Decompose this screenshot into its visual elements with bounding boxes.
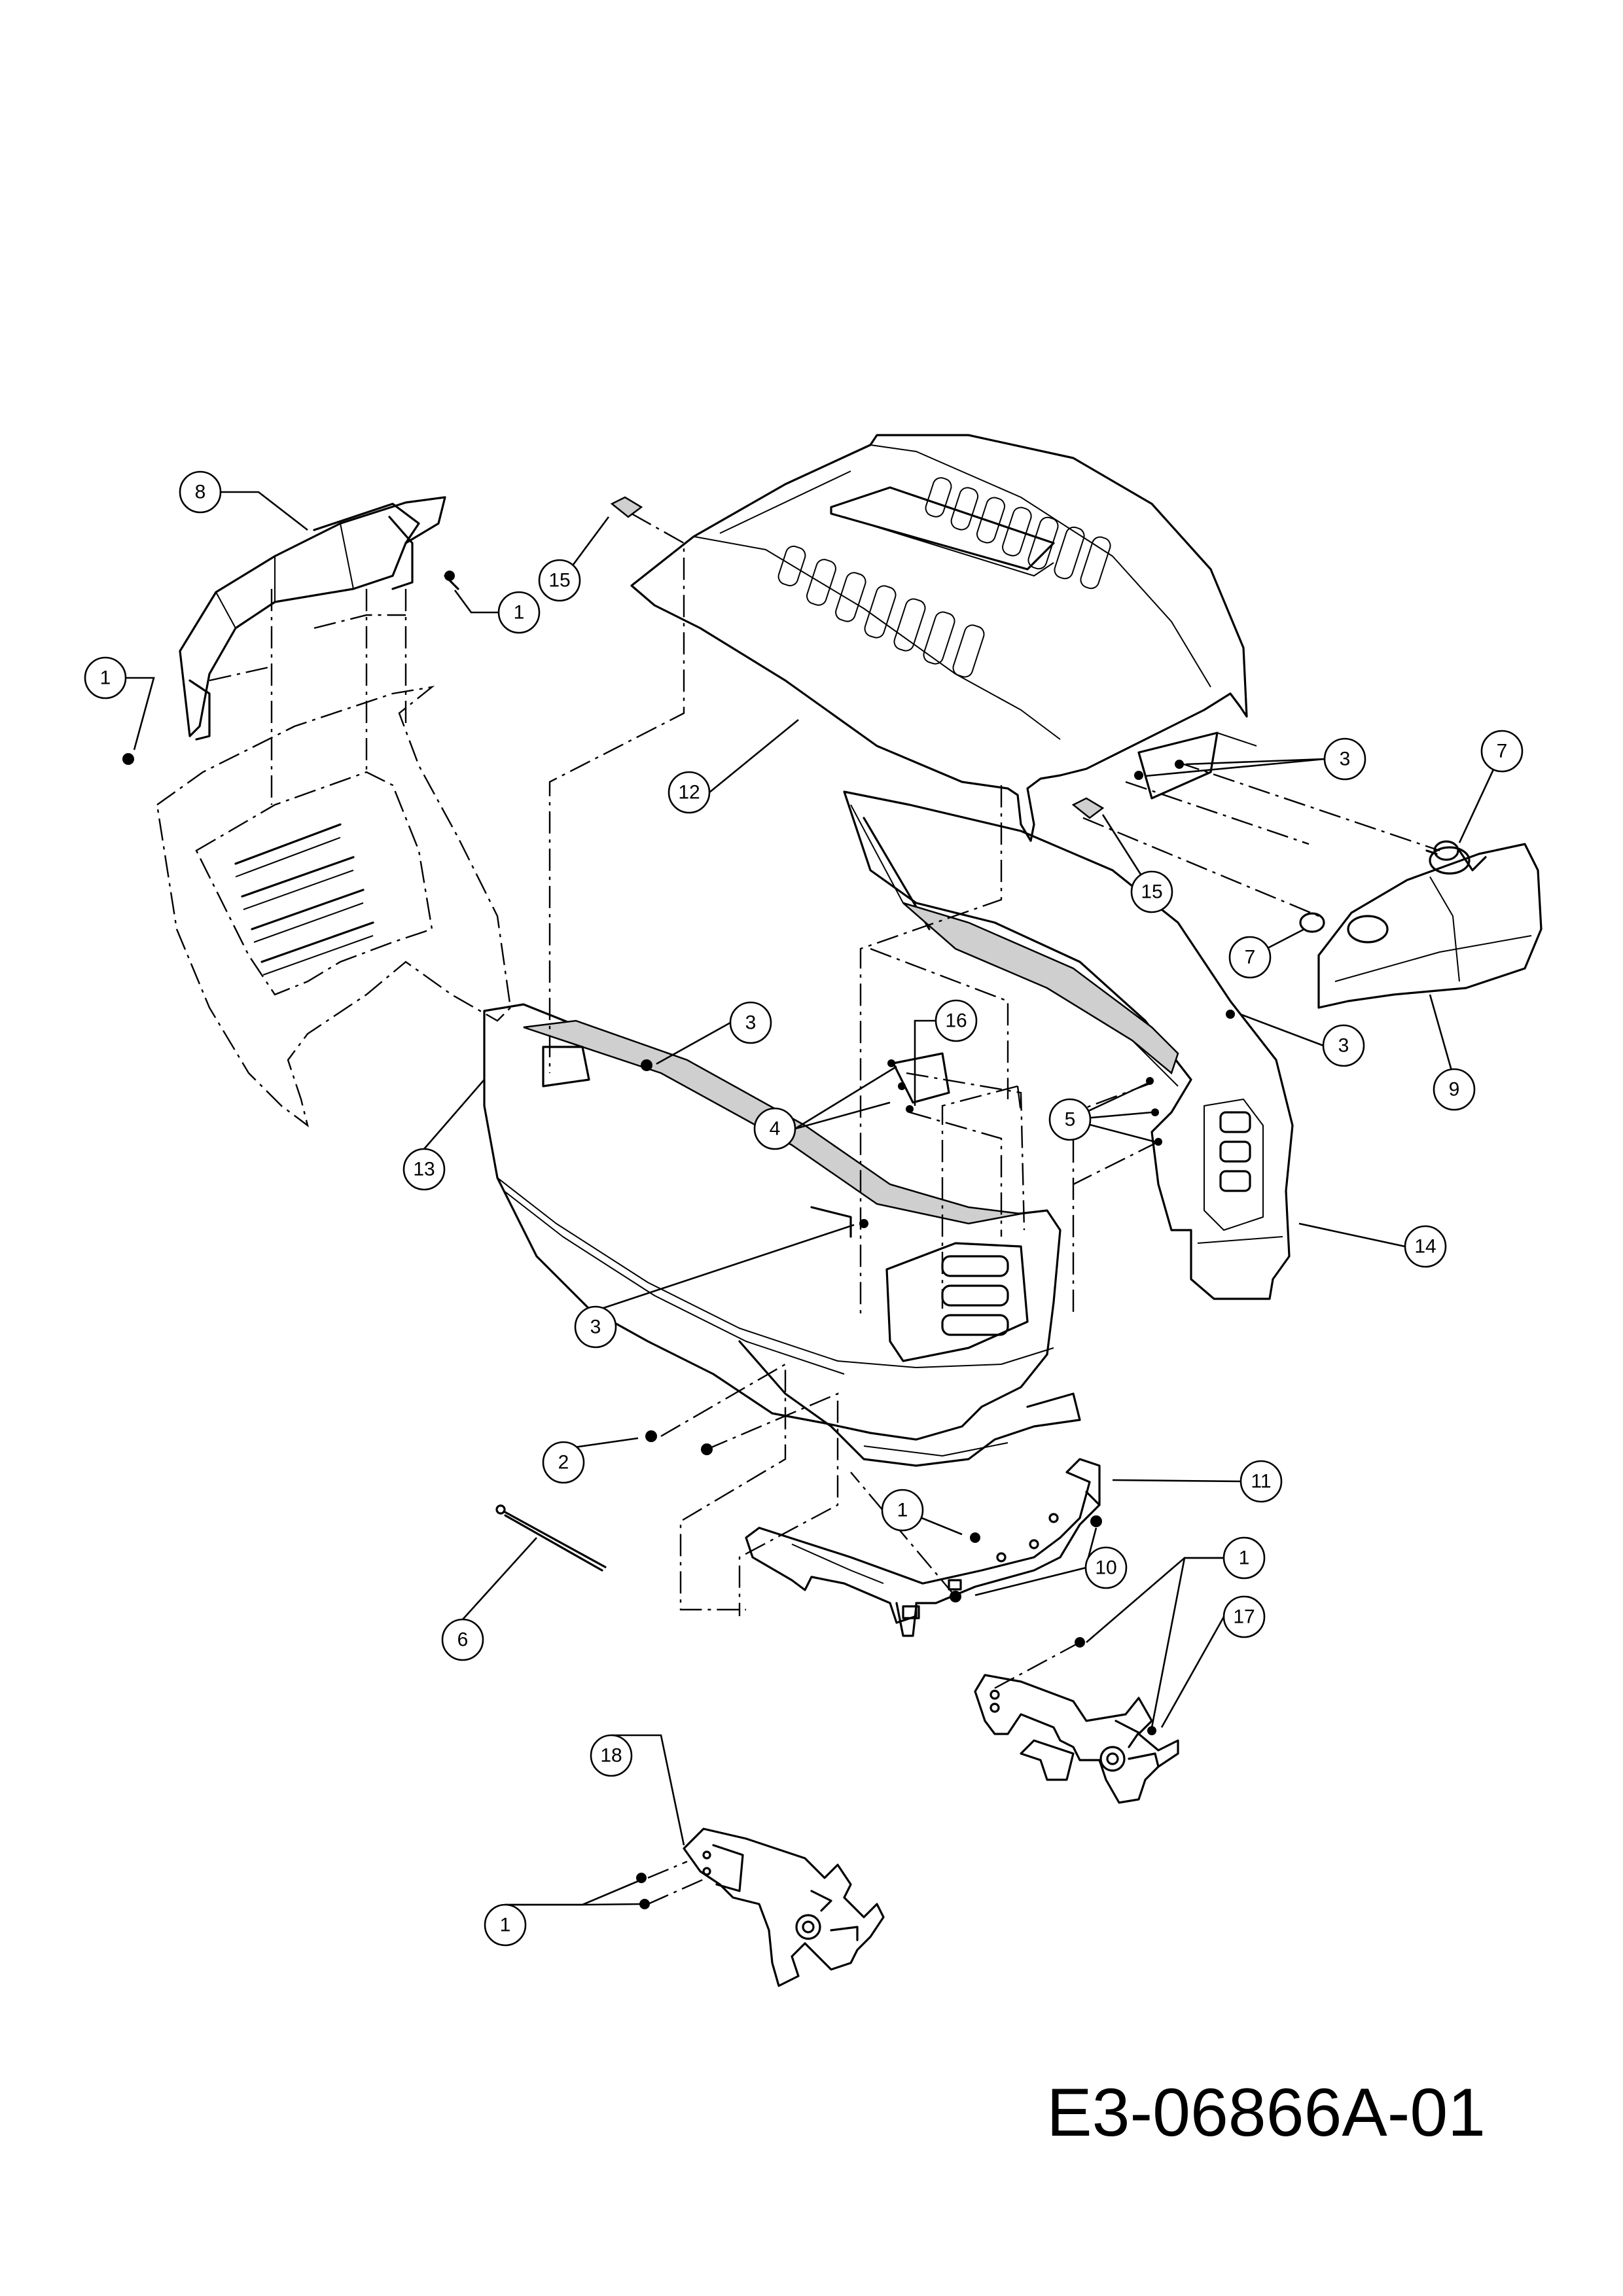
callout-3: 3 — [1322, 1024, 1365, 1067]
svg-text:13: 13 — [413, 1159, 435, 1180]
callout-1: 1 — [1222, 1536, 1266, 1580]
svg-text:5: 5 — [1065, 1109, 1076, 1131]
nut-2 — [645, 1430, 713, 1455]
callout-8: 8 — [179, 470, 222, 514]
callout-9: 9 — [1433, 1068, 1476, 1111]
callout-3: 3 — [1323, 737, 1366, 781]
screw-5 — [1146, 1077, 1162, 1146]
screw-4 — [887, 1059, 914, 1113]
svg-text:1: 1 — [897, 1500, 908, 1521]
svg-text:18: 18 — [600, 1745, 622, 1767]
svg-text:3: 3 — [745, 1012, 757, 1034]
svg-text:8: 8 — [195, 482, 206, 503]
svg-text:14: 14 — [1414, 1236, 1436, 1258]
nut-3b — [1226, 1010, 1235, 1019]
bolt-1b — [122, 753, 134, 765]
callout-18: 18 — [590, 1734, 633, 1777]
svg-text:15: 15 — [1141, 881, 1162, 903]
callout-1: 1 — [484, 1903, 527, 1947]
part-hood — [630, 434, 1257, 842]
callout-3: 3 — [574, 1305, 617, 1349]
svg-text:2: 2 — [558, 1452, 569, 1474]
part-left-pivot-bracket — [683, 1828, 885, 1987]
callout-1: 1 — [497, 591, 541, 634]
part-grille-bracket — [179, 496, 446, 741]
callout-10: 10 — [1084, 1546, 1128, 1589]
bolt-1e — [636, 1873, 650, 1909]
svg-text:15: 15 — [548, 570, 570, 592]
callout-17: 17 — [1222, 1595, 1266, 1638]
leader-lines — [126, 491, 1503, 1906]
svg-text:1: 1 — [1239, 1547, 1250, 1569]
drawing-code: E3-06866A-01 — [1046, 2075, 1486, 2151]
callout-12: 12 — [668, 771, 711, 814]
svg-text:1: 1 — [500, 1915, 511, 1936]
svg-text:16: 16 — [945, 1010, 967, 1032]
part-side-shroud — [843, 790, 1294, 1300]
callout-15: 15 — [538, 559, 581, 602]
svg-text:11: 11 — [1251, 1471, 1271, 1492]
svg-text:6: 6 — [457, 1629, 469, 1651]
callout-7: 7 — [1228, 936, 1272, 979]
bolt-1a — [444, 571, 459, 590]
pin-7a — [1425, 840, 1459, 861]
callout-2: 2 — [542, 1441, 585, 1484]
pin-7b — [1299, 912, 1325, 933]
callout-4: 4 — [753, 1107, 796, 1150]
part-grille-panel — [156, 686, 512, 1127]
callout-7: 7 — [1480, 730, 1524, 773]
svg-text:10: 10 — [1095, 1557, 1116, 1579]
svg-text:3: 3 — [1340, 749, 1351, 770]
svg-text:4: 4 — [770, 1118, 781, 1140]
callout-5: 5 — [1048, 1098, 1092, 1141]
part-headlight — [1317, 843, 1543, 1009]
callout-11: 11 — [1240, 1460, 1283, 1503]
nut-3d — [859, 1219, 868, 1228]
clip-15b — [1071, 797, 1105, 819]
clip-15a — [610, 496, 643, 518]
svg-text:17: 17 — [1233, 1606, 1255, 1628]
part-cable-tie — [495, 1504, 607, 1572]
part-right-pivot-bracket — [974, 1674, 1179, 1804]
callout-16: 16 — [935, 999, 978, 1042]
callout-1: 1 — [84, 656, 127, 699]
svg-text:1: 1 — [100, 667, 111, 689]
svg-text:3: 3 — [590, 1316, 601, 1338]
svg-text:1: 1 — [514, 602, 525, 624]
hardware — [122, 496, 1459, 1909]
alignment-lines — [209, 512, 1440, 1905]
nut-3a — [1134, 760, 1184, 780]
callout-1: 1 — [881, 1489, 924, 1532]
svg-text:7: 7 — [1245, 947, 1256, 968]
svg-text:3: 3 — [1338, 1035, 1349, 1057]
callouts: 8 1 1 15 12 3 7 15 7 3 9 3 16 4 5 13 14 … — [84, 470, 1524, 1947]
bolt-1c — [970, 1532, 980, 1543]
svg-text:7: 7 — [1497, 741, 1508, 762]
svg-text:9: 9 — [1449, 1079, 1460, 1101]
nut-3c — [641, 1059, 652, 1071]
bracket-16 — [892, 1052, 950, 1104]
callout-14: 14 — [1404, 1225, 1447, 1268]
svg-text:12: 12 — [678, 782, 700, 804]
part-front-bumper — [483, 1003, 1081, 1467]
callout-6: 6 — [441, 1618, 484, 1661]
callout-13: 13 — [402, 1148, 446, 1191]
callout-3: 3 — [729, 1001, 772, 1044]
callout-15: 15 — [1130, 870, 1173, 913]
part-mount-bracket — [745, 1458, 1101, 1637]
